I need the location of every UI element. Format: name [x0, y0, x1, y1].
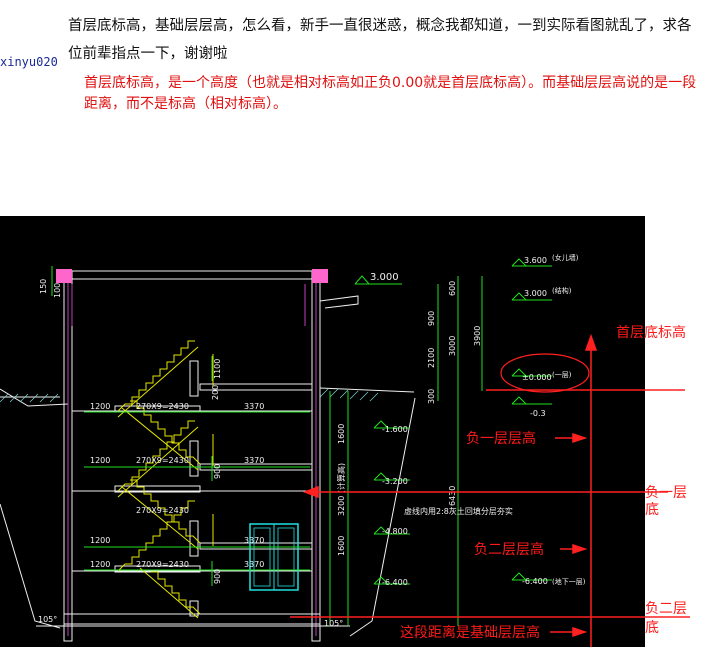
dim-3370-d: 3370	[244, 560, 264, 569]
answer-text: 首层底标高，是一个高度（也就是相对标高如正负0.00就是首层底标高）。而基础层层…	[84, 75, 697, 112]
elev-neg-0-3: -0.3	[530, 409, 546, 418]
elev-3600-note: (女儿墙)	[552, 253, 579, 262]
elev-neg-3200: -3.200	[382, 477, 408, 486]
angle-right: 105°	[324, 619, 343, 628]
dim-stair-4: 270X9=2430	[136, 560, 189, 569]
label-first-floor-bottom: 首层底标高	[616, 324, 686, 341]
dim-stair-3: 270X9=2430	[136, 506, 189, 515]
dim-150: 150	[39, 279, 48, 294]
dim-3370-b: 3370	[244, 456, 264, 465]
elev-0000: ±0.000	[522, 373, 552, 382]
dim-900-b: 900	[213, 569, 222, 584]
label-b1-bottom-line1: 负一层	[645, 485, 687, 501]
post-username[interactable]: xinyu020	[0, 55, 58, 69]
dim-v-3200: 3200 (计算高)	[336, 463, 346, 516]
dim-1200-c: 1200	[90, 536, 110, 545]
label-b1-bottom-line2: 底	[645, 502, 659, 518]
dim-3370-c: 3370	[244, 536, 264, 545]
elev-3000-struct-note: (结构)	[552, 286, 572, 295]
elev-3600: 3.600	[524, 256, 547, 265]
dim-1200-d: 1200	[90, 560, 110, 569]
cad-section-drawing: 150 100 1200 270X9=2430 3370 1200 270X9=…	[0, 216, 690, 647]
dim-3370-a: 3370	[244, 402, 264, 411]
dim-200: 200	[211, 385, 220, 400]
dim-v-600: 600	[448, 281, 457, 296]
dim-v-2100: 2100	[427, 348, 436, 368]
elev-0000-note: (一层)	[552, 371, 572, 379]
elev-3000-struct: 3.000	[524, 289, 547, 298]
dim-v-1600-a: 1600	[337, 424, 346, 444]
label-b2-bottom-line2: 底	[645, 620, 659, 636]
question-text: 首层底标高，基础层层高，怎么看，新手一直很迷惑，概念我都知道，一到实际看图就乱了…	[68, 18, 692, 62]
dim-stair-1: 270X9=2430	[136, 402, 189, 411]
elev-neg-4800: -4.800	[382, 527, 408, 536]
fill-note: 虚线内用2:8灰土回填分层夯实	[404, 506, 513, 516]
dim-v-1600-b: 1600	[337, 536, 346, 556]
angle-left: 105°	[38, 615, 57, 624]
dim-stair-2: 270X9=2430	[136, 456, 189, 465]
dim-v-300: 300	[427, 389, 436, 404]
dim-900-a: 900	[213, 464, 222, 479]
dim-1200-a: 1200	[90, 402, 110, 411]
dim-v-3000: 3000	[448, 336, 457, 356]
label-b2-bottom-line1: 负二层	[645, 601, 687, 617]
elev-neg-1600: -1.600	[382, 425, 408, 434]
label-b2-height: 负二层层高	[474, 541, 544, 558]
dim-v-6430: 6430	[448, 486, 457, 506]
dim-v-3900: 3900	[473, 326, 482, 346]
dim-1100: 1100	[213, 359, 222, 379]
dim-v-900: 900	[427, 311, 436, 326]
elev-neg-6400-note: (地下一层)	[552, 577, 586, 586]
dim-1200-b: 1200	[90, 456, 110, 465]
label-foundation-height: 这段距离是基础层层高	[400, 624, 540, 641]
elev-neg-6400-right: -6.400	[522, 577, 548, 586]
elev-neg-6400: -6.400	[382, 578, 408, 587]
label-b1-height: 负一层层高	[466, 430, 536, 447]
elev-3000: 3.000	[370, 272, 399, 283]
dim-100: 100	[53, 283, 62, 298]
